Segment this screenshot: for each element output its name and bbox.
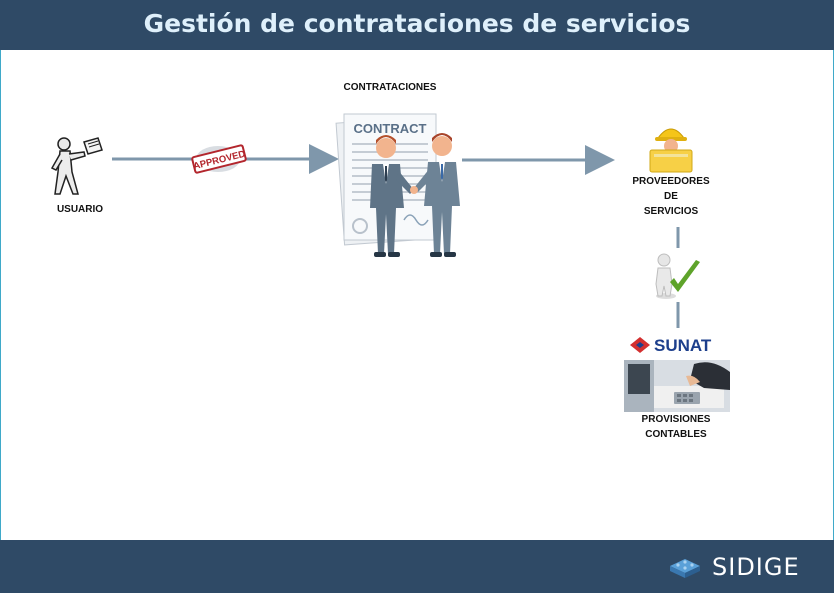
page-title: Gestión de contrataciones de servicios — [143, 9, 691, 38]
contrataciones-label: CONTRATACIONES — [343, 82, 437, 93]
footer-bar — [0, 540, 834, 593]
contract-handshake-icon: CONTRACT — [335, 113, 460, 257]
svg-text:SUNAT: SUNAT — [654, 336, 712, 355]
sunat-accounting-photo: SUNAT — [624, 330, 730, 412]
proveedores-label: PROVEEDORES DE SERVICIOS — [628, 174, 714, 219]
usuario-label: USUARIO — [56, 204, 104, 215]
proveedores-label-line-2: DE — [664, 191, 678, 202]
accounting-desk-image — [624, 360, 730, 412]
svg-text:CONTRACT: CONTRACT — [354, 121, 427, 136]
proveedores-label-line-3: SERVICIOS — [643, 206, 699, 217]
approved-stamp-icon: APPROVED — [191, 144, 247, 174]
footer-brand-name: SIDIGE — [712, 553, 800, 581]
proveedores-label-line-1: PROVEEDORES — [632, 176, 710, 187]
provisiones-label-line-2: CONTABLES — [645, 429, 707, 440]
header-bar — [0, 0, 834, 50]
provisiones-label: PROVISIONES CONTABLES — [628, 412, 724, 442]
sidige-logo-icon — [670, 559, 700, 578]
provisiones-label-line-1: PROVISIONES — [641, 414, 711, 425]
person-check-icon — [652, 250, 704, 302]
worker-helmet-icon — [649, 128, 693, 173]
user-with-document-icon — [50, 137, 103, 195]
sunat-logo-icon: SUNAT — [630, 336, 712, 355]
